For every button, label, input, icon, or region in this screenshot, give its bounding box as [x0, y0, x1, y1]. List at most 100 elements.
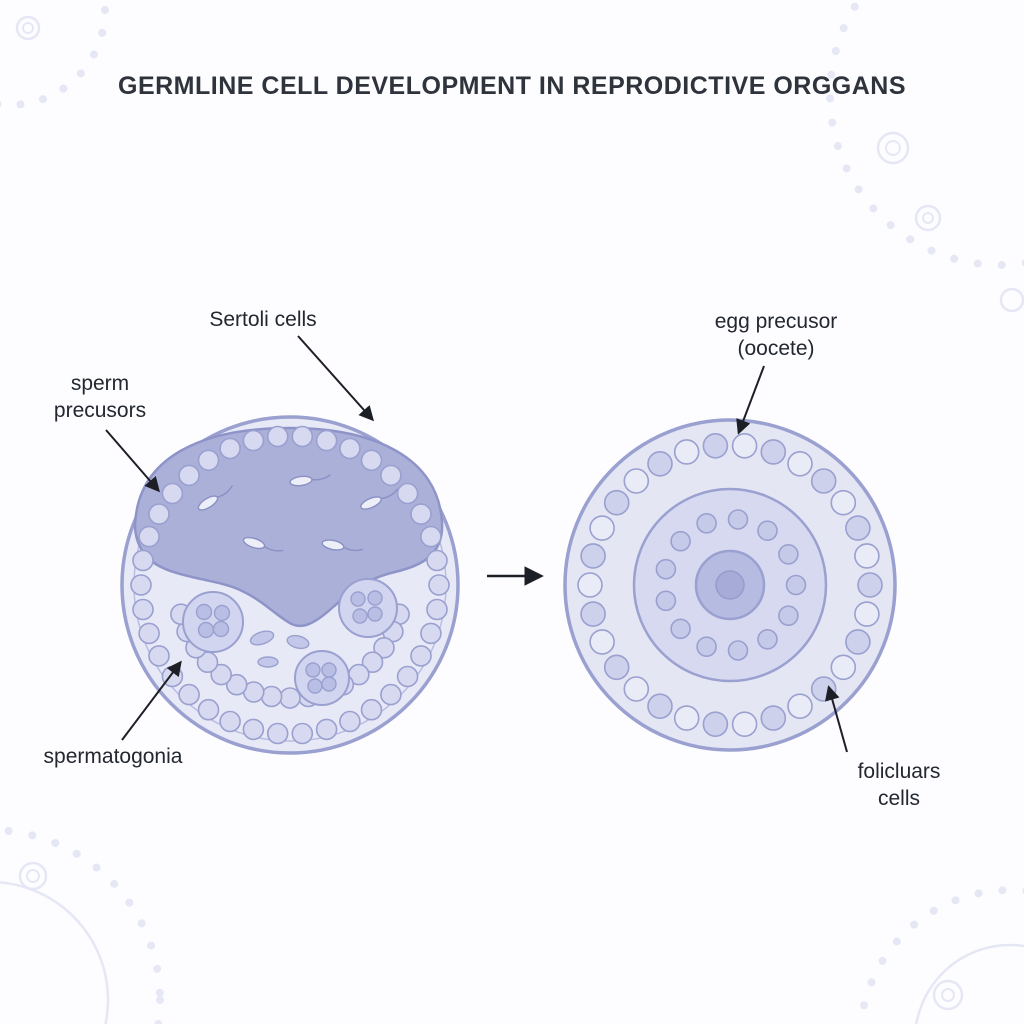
boundary-cell: [410, 645, 432, 667]
testis-diagram: [120, 415, 460, 755]
granulosa-cell-ring: [655, 509, 807, 661]
inner-band-cell: [361, 651, 384, 674]
boundary-cell: [315, 718, 338, 741]
spermatogonia-cluster: [294, 650, 350, 706]
follicular-cell: [589, 515, 615, 541]
boundary-cell: [420, 525, 442, 548]
follicular-cell: [603, 654, 630, 681]
page-title: GERMLINE CELL DEVELOPMENT IN REPRODICTIV…: [118, 72, 906, 100]
follicular-cell: [673, 705, 700, 731]
label-arrow-follicular: [825, 685, 848, 753]
boundary-cell: [178, 464, 200, 487]
follicular-cell: [589, 629, 615, 655]
label-arrow-spermatogonia: [121, 660, 182, 741]
boundary-cell: [339, 710, 361, 733]
boundary-cell: [197, 698, 220, 721]
follicular-cell: [854, 543, 880, 569]
label-arrow-sertoli: [297, 335, 374, 422]
inner-band-cell: [210, 663, 232, 686]
label-arrows: [105, 335, 848, 753]
label-arrow-sperm-precursors: [105, 429, 160, 493]
follicular-cell: [580, 601, 606, 627]
boundary-cell: [266, 425, 289, 448]
follicular-cell: [845, 629, 871, 655]
granulosa-cell: [670, 530, 691, 552]
boundary-cell: [132, 598, 154, 621]
granulosa-cell: [655, 590, 677, 612]
decor-cell: [999, 287, 1024, 313]
boundary-cell: [138, 622, 160, 645]
granulosa-cell: [655, 558, 677, 580]
boundary-cell: [428, 574, 450, 596]
sperm-cell: [360, 488, 399, 510]
sperm-cell: [197, 485, 233, 511]
granulosa-cell: [757, 628, 778, 650]
follicular-cell: [857, 572, 883, 598]
granulosa-cell: [670, 618, 691, 640]
decor-cell: [915, 943, 1024, 1024]
decor-cell: [932, 979, 964, 1011]
boundary-cell: [420, 622, 442, 645]
decor-cell: [876, 131, 910, 165]
boundary-cell: [360, 698, 383, 721]
label-arrow-egg-precursor: [736, 365, 765, 435]
spermatogonia-cluster: [182, 591, 244, 653]
boundary-cell: [315, 429, 338, 452]
inner-band-cell: [260, 685, 283, 708]
follicular-cell: [673, 439, 700, 465]
interstitial-cell: [257, 656, 279, 668]
follicle-diagram: [563, 418, 897, 752]
boundary-cell: [148, 645, 170, 667]
boundary-cell: [138, 525, 160, 548]
follicular-cell: [647, 450, 673, 477]
boundary-cell: [266, 722, 289, 745]
boundary-cell: [380, 464, 402, 487]
follicular-cell: [647, 693, 673, 720]
label-spermatogonia: spermatogonia: [43, 745, 183, 768]
follicular-cell: [810, 468, 837, 494]
boundary-cell: [396, 665, 419, 688]
decor-bead-ring: [0, 0, 109, 109]
boundary-cell: [219, 437, 241, 460]
follicular-cell: [731, 711, 758, 738]
follicular-cell: [830, 489, 857, 516]
decor-cell-nucleus: [22, 22, 34, 34]
boundary-cell: [242, 429, 265, 452]
boundary-cell: [178, 683, 200, 706]
follicular-cell: [731, 432, 758, 459]
sperm-cell: [242, 536, 284, 552]
decor-bead-ring: [0, 826, 164, 1024]
boundary-cell: [426, 549, 448, 572]
granulosa-cell: [727, 640, 749, 661]
boundary-cell: [291, 722, 314, 745]
inner-band-cell: [225, 673, 248, 696]
interstitial-cell: [249, 630, 275, 646]
oocyte-nucleus: [715, 570, 745, 600]
boundary-cell: [291, 425, 314, 448]
spermatogonia-cluster: [338, 578, 398, 638]
decor-bead-ring: [826, 0, 1024, 269]
follicular-cell: [577, 572, 603, 598]
boundary-cell: [339, 437, 361, 460]
decor-cell: [15, 15, 41, 41]
follicular-cell: [760, 705, 787, 731]
decor-cell: [18, 861, 48, 891]
label-sertoli-cells: Sertoli cells: [209, 308, 317, 331]
follicular-cell: [603, 489, 630, 516]
decor-cell-nucleus: [922, 212, 934, 224]
label-egg-precursor: egg precusor (oocete): [714, 310, 838, 361]
boundary-cell: [161, 482, 184, 505]
decor-cell-nucleus: [26, 869, 40, 883]
follicular-cell: [854, 601, 880, 627]
boundary-cell: [380, 683, 402, 706]
decor-cell: [914, 204, 942, 232]
sperm-cell: [321, 539, 363, 552]
follicular-cell: [830, 654, 857, 681]
follicular-cell: [702, 711, 729, 738]
granulosa-cell: [727, 509, 749, 530]
boundary-cell: [410, 503, 432, 525]
inner-band-cell: [279, 687, 301, 709]
interstitial-cell: [286, 634, 310, 650]
follicular-cell: [580, 543, 606, 569]
